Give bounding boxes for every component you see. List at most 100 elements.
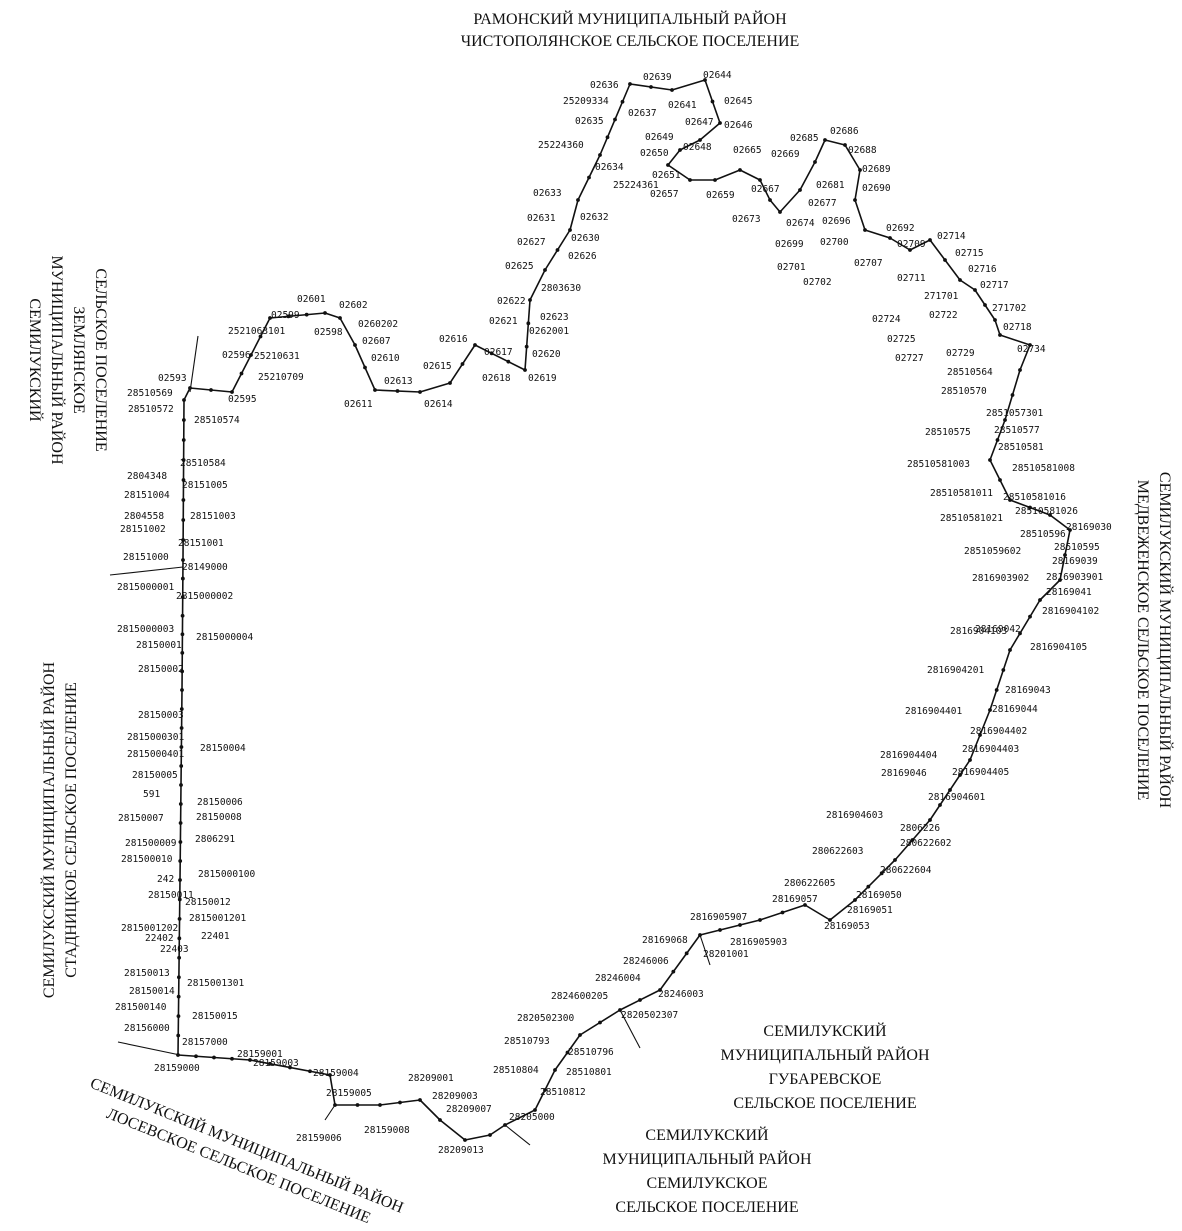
point-label: 02725 [887, 334, 916, 345]
boundary-point [803, 903, 807, 907]
point-label: 25224360 [538, 140, 584, 151]
point-label: 28510596 [1020, 529, 1066, 540]
point-label: 02667 [751, 184, 780, 195]
boundary-point [958, 773, 962, 777]
point-label: 2816903901 [1046, 572, 1103, 583]
boundary-point [823, 138, 827, 142]
point-label: 02596 [222, 350, 251, 361]
point-label: 02627 [517, 237, 546, 248]
svg-text:МУНИЦИПАЛЬНЫЙ РАЙОН: МУНИЦИПАЛЬНЫЙ РАЙОН [720, 1045, 930, 1064]
boundary-point [703, 78, 707, 82]
point-label: 02623 [540, 312, 569, 323]
point-label: 28151001 [178, 538, 224, 549]
point-label: 28246006 [623, 956, 669, 967]
point-label: 02722 [929, 310, 958, 321]
point-label: 02630 [571, 233, 600, 244]
boundary-point [576, 198, 580, 202]
boundary-point [176, 975, 181, 980]
point-label: 2521063101 [228, 326, 285, 337]
boundary-point [778, 210, 782, 214]
boundary-point [180, 576, 185, 581]
point-label: 02696 [822, 216, 851, 227]
point-label: 2816904201 [927, 665, 984, 676]
boundary-point [998, 333, 1002, 337]
point-label: 28159003 [253, 1058, 299, 1069]
boundary-point [268, 1061, 272, 1066]
point-label: 2815001202 [121, 923, 178, 934]
point-label: 02714 [937, 231, 966, 242]
point-label: 02716 [968, 264, 997, 275]
point-label: 02711 [897, 273, 926, 284]
point-label: 28510796 [568, 1047, 614, 1058]
point-label: 28151005 [182, 480, 228, 491]
point-label: 02665 [733, 145, 762, 156]
point-label: 02639 [643, 72, 672, 83]
boundary-point [908, 248, 912, 252]
point-label: 25210709 [258, 372, 304, 383]
point-label: 28169042 [975, 624, 1021, 635]
point-label: 02618 [482, 373, 511, 384]
boundary-point [813, 160, 817, 164]
point-label: 02727 [895, 353, 924, 364]
point-label: 2816904103 [950, 626, 1007, 637]
boundary-point [758, 918, 762, 922]
region-south: СЕМИЛУКСКИЙ МУНИЦИПАЛЬНЫЙ РАЙОН СЕМИЛУКС… [602, 1125, 812, 1216]
point-label: 02601 [297, 294, 326, 305]
boundary-point [533, 1108, 537, 1112]
point-label: 28159006 [296, 1133, 342, 1144]
boundary-point [613, 117, 617, 122]
boundary-point [178, 821, 183, 825]
boundary-point [180, 669, 185, 674]
boundary-point [638, 998, 642, 1002]
boundary-point [863, 228, 867, 232]
boundary-point [418, 390, 422, 394]
boundary-point [1048, 513, 1052, 517]
boundary-point [268, 316, 272, 320]
divider-north-west [189, 335, 199, 393]
boundary-point [565, 1050, 570, 1055]
boundary-point [973, 288, 977, 292]
boundary-point [230, 390, 234, 394]
point-label: 02688 [848, 145, 877, 156]
region-north-line1: РАМОНСКИЙ МУНИЦИПАЛЬНЫЙ РАЙОН [473, 9, 787, 28]
point-label: 2816904601 [928, 792, 985, 803]
boundary-point [179, 707, 184, 711]
boundary-point [373, 388, 377, 392]
point-label: 271702 [992, 303, 1026, 314]
boundary-point [181, 438, 186, 442]
point-label: 02620 [532, 349, 561, 360]
point-label: 22403 [160, 944, 189, 955]
point-label: 02681 [816, 180, 845, 191]
point-label: 28151000 [123, 552, 169, 563]
boundary-point [181, 558, 185, 562]
svg-text:ЗЕМЛЯНСКОЕ: ЗЕМЛЯНСКОЕ [70, 306, 87, 413]
boundary-point [180, 595, 185, 600]
point-label: 2815000301 [127, 732, 184, 743]
point-label: 28150001 [136, 640, 182, 651]
boundary-point [258, 334, 263, 339]
boundary-point [993, 318, 997, 322]
boundary-point [181, 538, 186, 542]
point-label: 28169039 [1052, 556, 1098, 567]
point-label: 02619 [528, 373, 557, 384]
point-label: 02615 [423, 361, 452, 372]
point-label: 2816904405 [952, 767, 1009, 778]
point-label: 2815000002 [176, 591, 233, 602]
svg-text:СЕМИЛУКСКОЕ: СЕМИЛУКСКОЕ [647, 1175, 768, 1192]
point-label: 2824600205 [551, 991, 608, 1002]
boundary-point [304, 312, 309, 317]
point-label: 2816904403 [962, 744, 1019, 755]
boundary-point [398, 1100, 402, 1105]
boundary-point [605, 135, 610, 140]
boundary-point [473, 343, 477, 347]
point-label: 02626 [568, 251, 597, 262]
svg-text:СЕМИЛУКСКИЙ: СЕМИЛУКСКИЙ [763, 1021, 887, 1040]
boundary-point [355, 1103, 360, 1107]
boundary-point [188, 386, 192, 390]
point-label: 28510574 [194, 415, 240, 426]
point-label: 28159005 [326, 1088, 372, 1099]
divider-south-west [117, 1041, 181, 1056]
divider-south-b [504, 1124, 531, 1146]
boundary-point [503, 1123, 507, 1127]
boundary-point [524, 344, 529, 349]
